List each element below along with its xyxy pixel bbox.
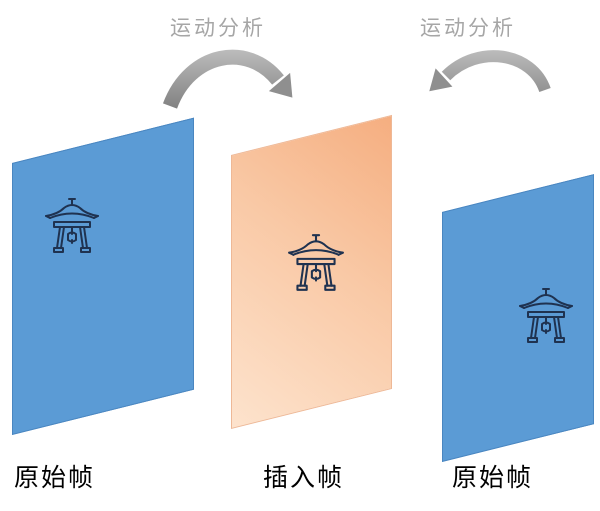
motion-analysis-label-right: 运动分析 bbox=[420, 17, 516, 40]
original-frame-left bbox=[12, 117, 194, 435]
motion-arrow-left bbox=[162, 49, 284, 109]
motion-arrow-left-arrowhead-icon bbox=[268, 72, 293, 98]
temple-gate-icon bbox=[45, 198, 99, 253]
motion-arrow-right bbox=[441, 50, 551, 93]
motion-arrow-right-arrowhead-icon bbox=[429, 68, 453, 92]
frame-label-original-right: 原始帧 bbox=[452, 464, 534, 492]
motion-analysis-label-left: 运动分析 bbox=[170, 17, 266, 40]
temple-gate-icon bbox=[288, 234, 344, 291]
frame-label-inserted: 插入帧 bbox=[263, 464, 345, 492]
temple-gate-icon bbox=[519, 288, 573, 343]
frame-label-original-left: 原始帧 bbox=[14, 464, 96, 492]
